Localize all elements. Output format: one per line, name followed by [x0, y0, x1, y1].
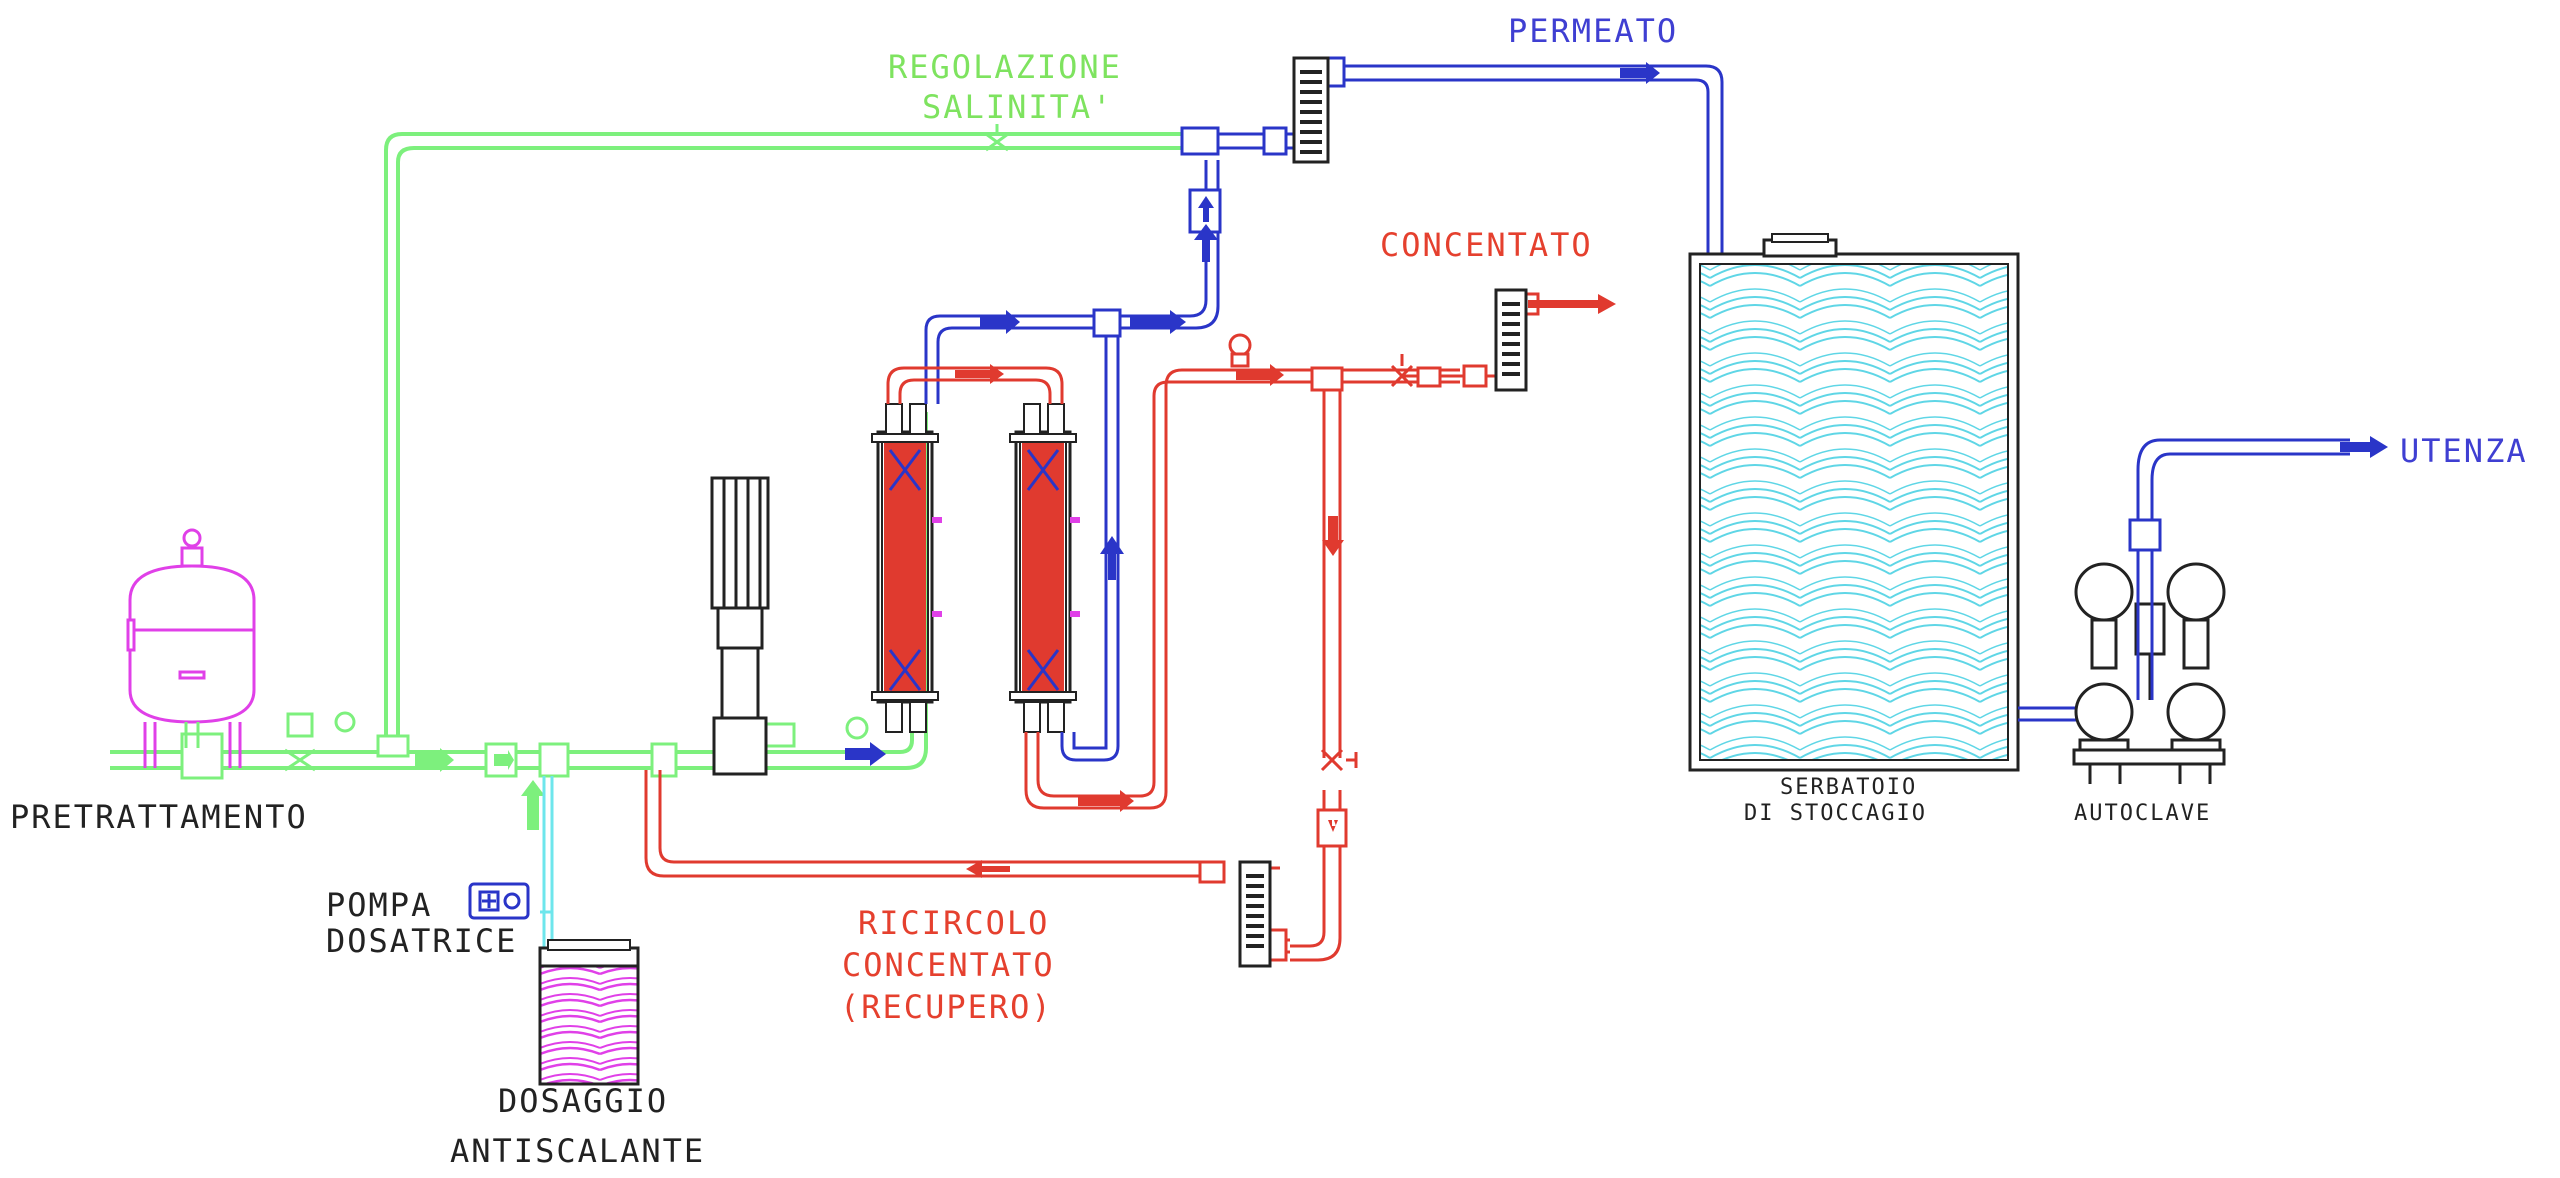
label-permeato: PERMEATO [1508, 12, 1678, 50]
permeate-flow-arrows [845, 62, 1727, 766]
autoclave [2072, 562, 2226, 784]
inlet-pipes [110, 750, 160, 770]
label-utenza: UTENZA [2400, 432, 2528, 470]
label-pompa: POMPA [326, 886, 432, 924]
permeate-fittings [1092, 56, 1346, 338]
label-recupero: (RECUPERO) [840, 988, 1053, 1026]
label-concentato: CONCENTATO [1380, 226, 1593, 264]
pretreatment-vessel [126, 528, 256, 768]
concentrate-valves [1320, 354, 1414, 772]
label-dosatrice: DOSATRICE [326, 922, 517, 960]
pretreatment-connection [184, 722, 200, 748]
label-salinita: SALINITA' [922, 88, 1113, 126]
dosing-pump [468, 882, 530, 920]
ro-vessel-2 [1009, 403, 1080, 733]
feed-valve [284, 124, 1009, 772]
feed-gauges [286, 711, 869, 748]
label-autoclave: AUTOCLAVE [2074, 801, 2211, 826]
feed-fittings [180, 732, 678, 780]
concentrate-flowmeter-out [1494, 288, 1528, 392]
utenza-arrow [2340, 436, 2388, 458]
concentrate-fittings [1198, 292, 1540, 962]
autoclave-outlet [2128, 438, 2350, 700]
label-di-stoccagio: DI STOCCAGIO [1744, 801, 1927, 826]
high-pressure-pump [710, 476, 770, 776]
permeate-line [924, 64, 1724, 762]
antiscalant-tank [538, 939, 640, 1086]
label-serbatoio: SERBATOIO [1780, 775, 1917, 800]
dosing-line [540, 776, 554, 960]
concentrate-flowmeter-recirc [1238, 860, 1272, 968]
label-ricircolo: RICIRCOLO [858, 904, 1049, 942]
label-pretrattamento: PRETRATTAMENTO [10, 798, 308, 836]
concentrate-line [644, 308, 1522, 962]
feed-flow-arrows [415, 748, 545, 830]
label-regolazione: REGOLAZIONE [888, 48, 1122, 86]
concentrate-flow-arrows [955, 294, 1616, 878]
storage-tank [1688, 233, 2020, 772]
label-dosaggio: DOSAGGIO [498, 1082, 668, 1120]
label-antiscalante: ANTISCALANTE [450, 1132, 705, 1170]
label-ricircolo-concentato: CONCENTATO [842, 946, 1055, 984]
ro-vessel-1 [871, 403, 942, 733]
permeate-flowmeter [1292, 56, 1330, 164]
